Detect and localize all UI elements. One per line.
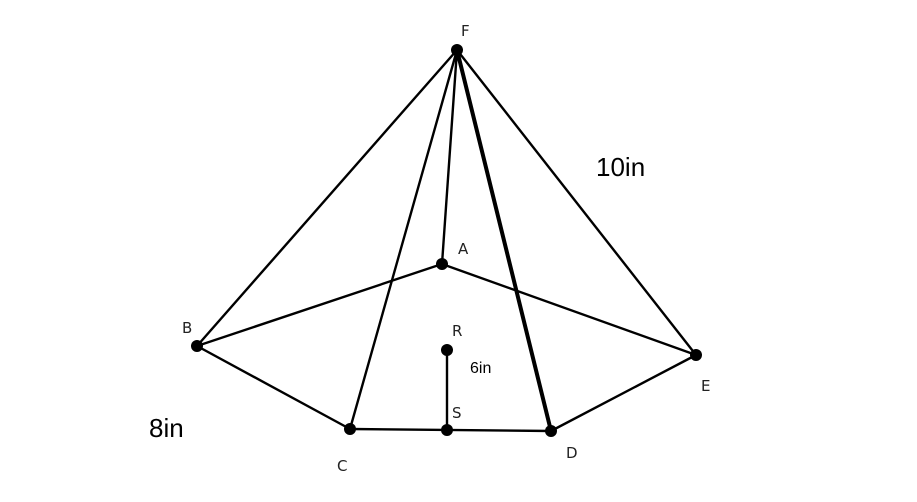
edge-BC	[195, 344, 352, 431]
edge-DE	[549, 353, 698, 433]
vertex-B	[191, 340, 203, 352]
label-C: C	[337, 457, 347, 475]
slant-edge-measure: 10in	[596, 152, 645, 182]
label-A: A	[458, 240, 469, 258]
edge-FB	[195, 48, 459, 348]
label-F: F	[461, 22, 470, 40]
vertex-E	[690, 349, 702, 361]
vertex-R	[441, 344, 453, 356]
vertex-F	[451, 44, 463, 56]
label-D: D	[566, 444, 578, 462]
label-B: B	[182, 319, 192, 337]
edge-FC	[348, 48, 459, 431]
vertex-C	[344, 423, 356, 435]
apothem-measure: 6in	[470, 360, 491, 377]
label-S: S	[452, 404, 462, 422]
label-E: E	[701, 377, 710, 395]
edge-AB	[195, 262, 444, 348]
edge-FE	[455, 48, 698, 357]
vertex-A	[436, 258, 448, 270]
vertex-D	[545, 425, 557, 437]
edge-FA	[440, 48, 459, 266]
edge-EA	[440, 262, 698, 357]
edge-FD	[455, 48, 553, 433]
base-side-measure: 8in	[149, 413, 184, 443]
vertex-S	[441, 424, 453, 436]
label-R: R	[452, 322, 462, 340]
